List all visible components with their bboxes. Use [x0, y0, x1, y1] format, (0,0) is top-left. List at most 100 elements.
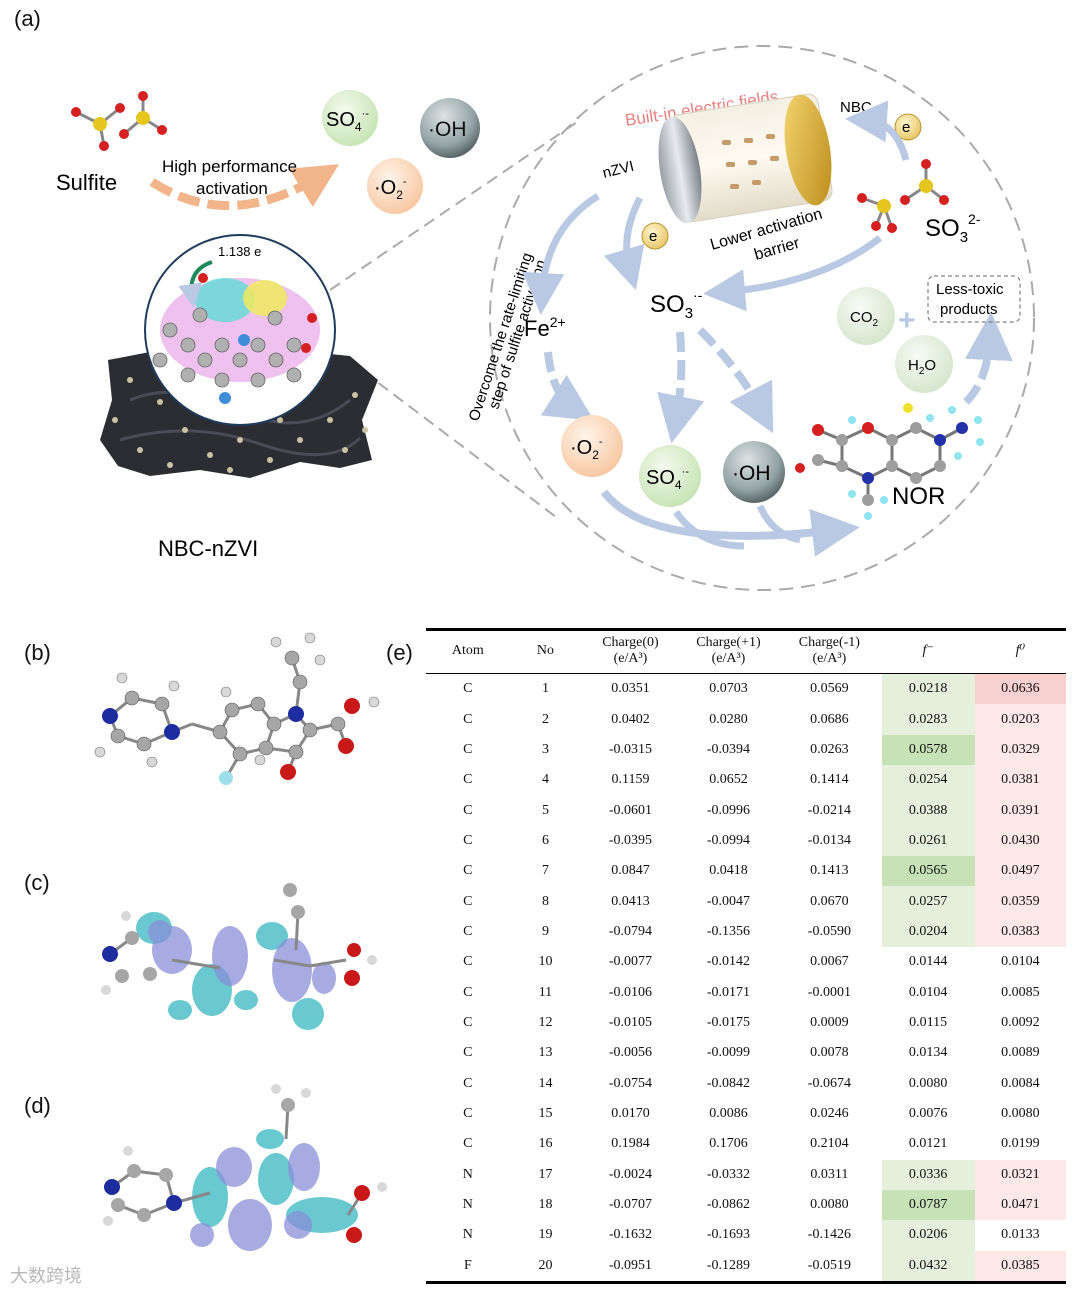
cell-charge-minus1: 0.0009 [810, 1014, 849, 1030]
cell-f-zero: 0.0104 [1001, 954, 1040, 970]
arrow-e-to-so3 [603, 196, 645, 291]
header-atom: Atom [451, 643, 484, 658]
cell-atom: C [463, 741, 473, 757]
cell-charge-minus1: 0.0263 [810, 741, 849, 757]
cell-f-zero: 0.0381 [974, 765, 1066, 796]
cell-f-zero: 0.0084 [1001, 1075, 1040, 1091]
fe2-label: Fe2+ [524, 314, 566, 341]
cell-charge-minus1: 0.0670 [810, 893, 849, 909]
cell-charge-0: 0.0170 [611, 1105, 650, 1121]
cell-charge-minus1: -0.0590 [807, 923, 851, 939]
cell-charge-0: -0.0395 [608, 832, 653, 848]
nbc-label: NBC [840, 99, 872, 116]
cell-charge-minus1: -0.0214 [807, 802, 851, 818]
cell-charge-plus1: 0.0086 [709, 1105, 748, 1121]
cell-f-zero: 0.0383 [974, 916, 1066, 948]
panel-label-e: (e) [386, 640, 413, 665]
cell-f-minus: 0.0076 [908, 1105, 948, 1121]
cell-no: 19 [538, 1227, 553, 1243]
header-charge-minus1: Charge(-1)(e/A³) [798, 635, 860, 666]
cell-charge-minus1: 0.1413 [810, 863, 849, 879]
mechanism-schematic: Sulfite High performance activation SO4·… [56, 45, 1035, 591]
oh-radical-sphere: ·OH [420, 98, 480, 158]
cell-charge-plus1: -0.0332 [706, 1166, 751, 1182]
cell-f-minus: 0.0204 [881, 916, 975, 948]
cell-no: 20 [538, 1257, 553, 1273]
cell-f-zero: 0.0430 [974, 825, 1066, 857]
cell-atom: C [463, 893, 473, 909]
cell-charge-minus1: 0.0311 [810, 1166, 849, 1182]
so3-2-label: SO32- [925, 211, 981, 246]
cell-atom: N [462, 1197, 473, 1213]
cell-f-minus: 0.0115 [909, 1014, 948, 1030]
molecule-structure-b [94, 632, 380, 785]
cell-charge-minus1: -0.1426 [807, 1227, 851, 1243]
cell-f-minus: 0.0134 [908, 1045, 948, 1061]
cell-no: 2 [541, 711, 549, 727]
panel-label-d: (d) [24, 1093, 51, 1118]
cell-f-minus: 0.0104 [908, 984, 948, 1000]
arrow-radicals-to-nor [600, 489, 860, 557]
cell-f-zero: 0.0203 [974, 704, 1066, 735]
cell-charge-plus1: 0.0280 [709, 711, 748, 727]
cell-f-minus: 0.0565 [881, 856, 975, 887]
cell-charge-minus1: -0.0519 [807, 1257, 851, 1273]
co2-sphere: CO2 [837, 287, 895, 345]
cell-atom: C [463, 1045, 473, 1061]
oh-radical-sphere-lower: ·OH [723, 441, 785, 503]
cell-no: 16 [538, 1136, 553, 1152]
header-charge-plus1: Charge(+1)(e/A³) [696, 635, 761, 666]
cell-charge-0: 0.0847 [611, 863, 650, 879]
cell-charge-0: 0.0402 [611, 711, 650, 727]
cell-charge-minus1: 0.0686 [810, 711, 849, 727]
cell-f-minus: 0.0578 [881, 734, 975, 766]
cell-charge-0: -0.0951 [608, 1257, 653, 1273]
cell-charge-0: -0.0105 [608, 1014, 653, 1030]
cell-f-zero: 0.0471 [974, 1189, 1066, 1221]
cell-f-zero: 0.0089 [1001, 1045, 1040, 1061]
cell-charge-minus1: -0.0001 [807, 984, 851, 1000]
cell-atom: C [463, 772, 473, 788]
cell-charge-plus1: -0.0862 [706, 1197, 751, 1213]
cell-no: 17 [538, 1166, 553, 1182]
cell-charge-0: 0.0413 [611, 893, 650, 909]
cell-no: 6 [541, 832, 549, 848]
cell-f-minus: 0.0283 [881, 704, 975, 735]
molecule-orbital-c [101, 883, 377, 1030]
cell-no: 8 [541, 893, 549, 909]
cell-charge-0: -0.0754 [608, 1075, 653, 1091]
o2-radical-sphere-lower: ·O2- [561, 415, 623, 477]
cell-charge-minus1: 0.0246 [810, 1105, 849, 1121]
cell-charge-0: -0.0024 [608, 1166, 653, 1182]
cell-f-minus: 0.0336 [881, 1159, 975, 1190]
cell-charge-plus1: -0.0175 [706, 1014, 751, 1030]
fukui-function-table: Atom No Charge(0)(e/A³) Charge(+1)(e/A³)… [426, 628, 1066, 1284]
header-f-zero: f⁰ [1015, 643, 1026, 658]
cell-charge-minus1: 0.0078 [810, 1045, 849, 1061]
cell-charge-0: 0.1984 [611, 1136, 650, 1152]
cell-charge-plus1: 0.0652 [709, 772, 748, 788]
nor-molecule-icon [795, 403, 984, 520]
cell-no: 7 [541, 863, 549, 879]
arrow-so3-2-to-nbc [845, 100, 910, 161]
cell-charge-0: -0.0315 [608, 741, 653, 757]
cell-charge-plus1: -0.0842 [706, 1075, 751, 1091]
cell-charge-0: -0.0794 [608, 923, 653, 939]
cell-charge-plus1: -0.0099 [706, 1045, 751, 1061]
cell-f-zero: 0.0085 [1001, 984, 1040, 1000]
cell-f-zero: 0.0497 [974, 856, 1066, 887]
activation-label-line1: High performance [162, 157, 297, 176]
cell-charge-plus1: -0.1693 [706, 1227, 751, 1243]
less-toxic-line2: products [940, 301, 998, 318]
cell-no: 3 [541, 741, 549, 757]
